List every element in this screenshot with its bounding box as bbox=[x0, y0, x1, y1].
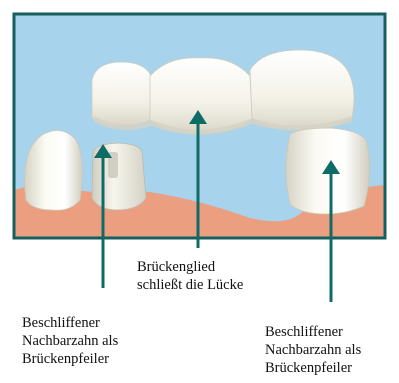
label-left-line-3: Brückenpfeiler bbox=[22, 350, 118, 368]
label-pontic: Brückenglied schließt die Lücke bbox=[137, 258, 243, 294]
label-right-line-1: Beschliffener bbox=[265, 323, 361, 341]
label-left-line-1: Beschliffener bbox=[22, 314, 118, 332]
label-pontic-line-1: Brückenglied bbox=[137, 258, 243, 276]
label-left-abutment: Beschliffener Nachbarzahn als Brückenpfe… bbox=[22, 314, 118, 368]
label-right-line-2: Nachbarzahn als bbox=[265, 341, 361, 359]
label-right-abutment: Beschliffener Nachbarzahn als Brückenpfe… bbox=[265, 323, 361, 377]
label-left-line-2: Nachbarzahn als bbox=[22, 332, 118, 350]
label-pontic-line-2: schließt die Lücke bbox=[137, 276, 243, 294]
bridge-right-crown bbox=[250, 50, 354, 130]
bridge-left-crown bbox=[92, 62, 154, 126]
label-right-line-3: Brückenpfeiler bbox=[265, 359, 361, 377]
